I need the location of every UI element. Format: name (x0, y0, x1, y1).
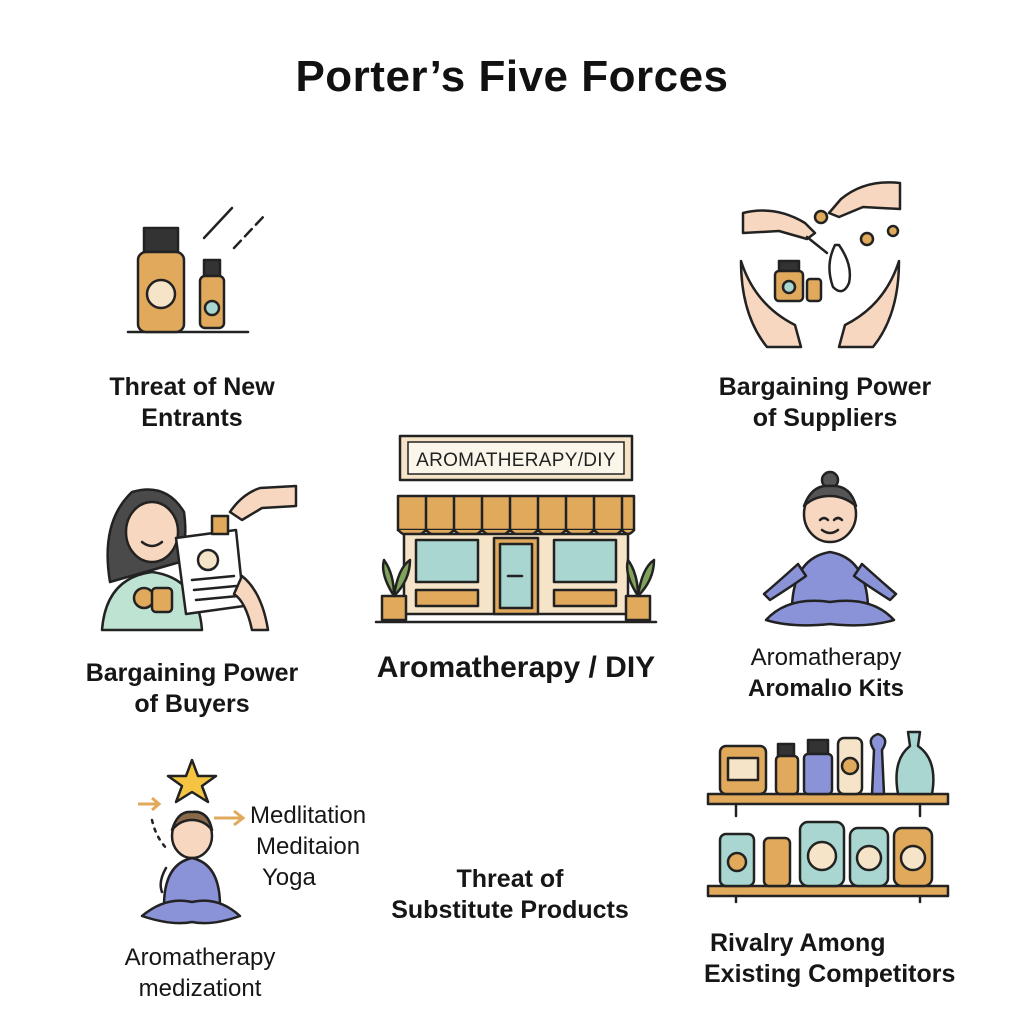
label-threat-substitutes: Threat of Substitute Products (391, 865, 629, 924)
shop-sign-text: AROMATHERAPY/DIY (416, 450, 616, 471)
buyer-with-receipt-icon (100, 484, 298, 632)
yoga-person-icon (762, 470, 898, 627)
label-bargaining-power-buyers: Bargaining Power of Buyers (85, 659, 299, 718)
meditation-yoga-list: Medlitation Meditaion Yoga (250, 802, 367, 891)
competitor-shelves-icon (706, 730, 950, 904)
meditation-person-icon (138, 758, 242, 925)
label-threat-new-entrants: Threat of New Entrants (109, 373, 275, 432)
page-title: Porter’s Five Forces (295, 52, 729, 101)
bottles-icon (126, 206, 266, 334)
center-label: Aromatherapy / DIY (376, 651, 656, 684)
hands-supplier-icon (739, 181, 902, 349)
arrow-right-icon (214, 809, 246, 827)
label-rivalry-competitors: Rivalry Among Existing Competitors (704, 929, 956, 988)
label-aromatherapy-meditation: Aromatherapy medizationt (124, 944, 276, 1002)
aromatherapy-shop-illustration (374, 434, 658, 624)
label-aromatherapy-kits: Aromatherapy Aromalıo Kits (747, 644, 905, 702)
label-bargaining-power-suppliers: Bargaining Power of Suppliers (718, 373, 932, 432)
